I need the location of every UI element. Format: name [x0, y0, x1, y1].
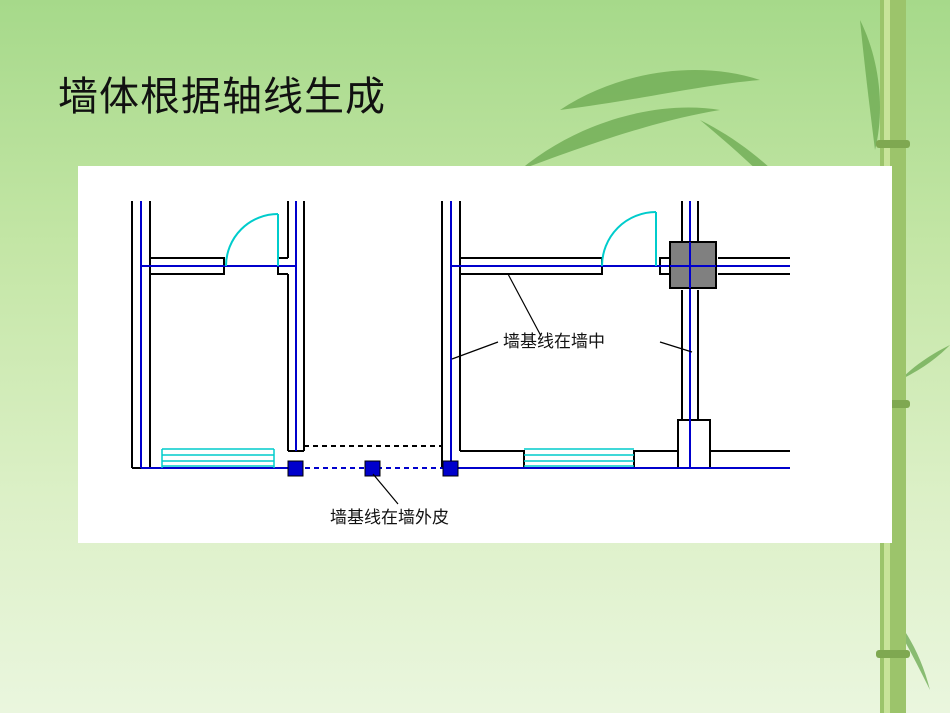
leader-center-1 — [451, 341, 499, 360]
axis-node-1 — [287, 460, 304, 477]
leader-center-2 — [507, 273, 542, 337]
leader-outer — [372, 473, 399, 505]
label-baseline-center: 墙基线在墙中 — [503, 332, 605, 352]
right-room-axes — [450, 201, 790, 469]
wall-diagram: 墙基线在墙中 墙基线在墙外皮 — [78, 166, 892, 543]
left-door — [225, 213, 279, 267]
right-door — [601, 211, 657, 267]
right-window — [524, 448, 634, 467]
leader-center-3 — [659, 341, 693, 353]
axis-node-3 — [442, 460, 459, 477]
left-window — [161, 448, 275, 468]
slide-title: 墙体根据轴线生成 — [58, 74, 386, 120]
label-baseline-outer: 墙基线在墙外皮 — [330, 508, 449, 528]
axis-node-2 — [364, 460, 381, 477]
right-room — [441, 201, 790, 469]
left-room-axes — [140, 201, 297, 469]
